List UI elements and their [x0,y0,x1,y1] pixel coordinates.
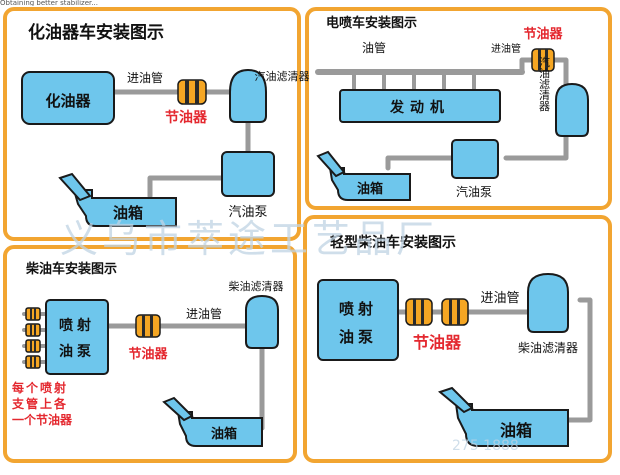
panel-carburetor: 化油器车安装图示 化油器 进油管 节油器 汽油滤清器 汽油泵 油箱 [21,22,310,227]
panel-diesel: 柴油车安装图示 喷射 油泵 [11,261,284,447]
light-fuel-saver-2 [441,298,469,326]
carb-pipe-pump-tank [147,175,233,199]
light-pipe-filter-tank [565,297,593,423]
efi-fuel-tank-label: 油箱 [357,181,383,197]
panel-efi: 电喷车安装图示 油管 进油管 节油器 发动机 汽油滤清器 汽油泵 油箱 [315,15,589,201]
efi-fuel-pump-label: 汽油泵 [456,184,492,199]
light-fuel-saver-label: 节油器 [413,333,462,352]
panel-efi-title: 电喷车安装图示 [326,15,417,31]
diesel-inlet-pipe-label: 进油管 [186,306,222,321]
efi-fuel-saver [531,48,555,72]
efi-inlet-pipe [519,57,535,75]
light-fuel-filter-label: 柴油滤清器 [518,341,578,355]
diesel-note-line2: 支管上各 [11,396,68,411]
efi-tank-filler-neck [316,150,346,178]
panel-light-diesel-title: 轻型柴油车安装图示 [330,234,456,251]
carb-fuel-tank-label: 油箱 [113,204,143,222]
light-injection-pump [317,279,399,361]
efi-pipe-filter-pump [503,133,569,161]
light-tank-filler-neck [437,386,474,414]
carb-fuel-pump-label: 汽油泵 [228,205,267,220]
carb-fuel-saver-label: 节油器 [165,109,208,126]
light-pump-label-line1: 喷射 [339,300,377,318]
diesel-pump-label-line2: 油泵 [59,343,95,360]
efi-fuel-tank [328,167,411,201]
carburetor-label: 化油器 [45,92,91,110]
diesel-fuel-filter [245,294,279,349]
diesel-fuel-tank-label: 油箱 [211,426,237,442]
efi-fuel-saver-label: 节油器 [523,26,563,42]
efi-injector-branches [352,70,476,92]
efi-fuel-filter-label: 汽油滤清器 [538,55,551,112]
light-inlet-pipe-label: 进油管 [480,291,519,306]
carb-fuel-filter-label: 汽油滤清器 [255,69,310,83]
light-fuel-filter [527,272,569,333]
carb-fuel-filter [229,68,267,123]
light-fuel-saver-1 [405,298,433,326]
efi-engine [339,89,501,123]
diesel-fuel-saver [135,314,161,338]
efi-fuel-pump [451,139,499,179]
panel-diesel-title: 柴油车安装图示 [25,261,117,277]
light-pump-label-line2: 油泵 [339,328,377,346]
diesel-injection-pump [45,299,109,375]
carb-fuel-saver [177,79,207,105]
efi-fuel-filter [555,82,589,137]
diesel-note-line1: 每个喷射 [12,380,68,395]
diesel-fuel-tank [176,411,263,447]
efi-pipe-to-filter [551,57,569,87]
top-caption-strip: Obtaining better stabilizer... [0,0,98,6]
carb-inlet-pipe-label: 进油管 [127,70,163,85]
watermark-text: 义乌市萃途工艺品厂 [60,217,438,261]
diesel-tank-filler-neck [162,396,194,422]
watermark-phone: 275 1888 [452,438,519,454]
diesel-fuel-saver-label: 节油器 [128,346,168,362]
light-fuel-tank [454,403,569,447]
efi-fuel-rail-label: 油管 [362,40,386,55]
carb-fuel-pump [221,151,275,197]
carburetor-box [21,71,115,125]
panel-carburetor-title: 化油器车安装图示 [28,22,164,43]
efi-inlet-pipe-label: 进油管 [491,42,521,55]
diesel-injector-savers [22,307,50,369]
efi-pipe-pump-tank [385,155,455,171]
diesel-note-line3: 一个节油器 [12,412,73,427]
panel-light-diesel: 轻型柴油车安装图示 喷射 油泵 节油器 进油管 柴油滤清器 油箱 [317,234,593,447]
diesel-pump-label-line1: 喷射 [59,317,95,334]
light-fuel-tank-label: 油箱 [500,421,532,440]
carb-fuel-tank [72,189,177,227]
diesel-fuel-filter-label: 柴油滤清器 [229,279,284,293]
carb-tank-filler-neck [58,172,92,202]
efi-engine-label: 发动机 [389,99,450,116]
